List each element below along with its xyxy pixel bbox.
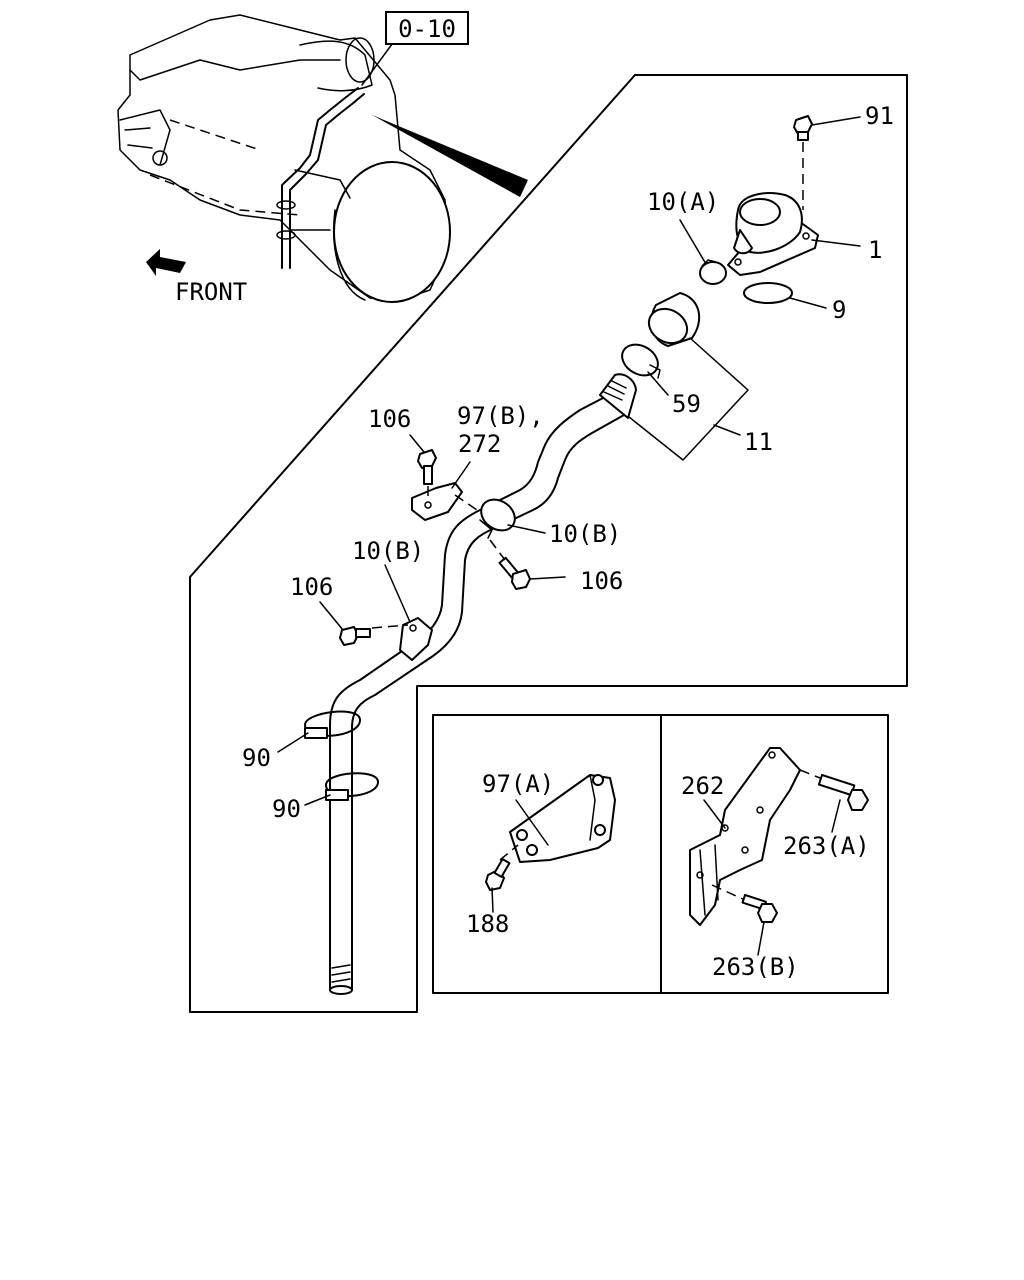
- callout-106-top: 106: [368, 405, 411, 433]
- callout-90-lower: 90: [272, 795, 301, 823]
- callout-11: 11: [744, 428, 773, 456]
- callout-106-right: 106: [580, 567, 623, 595]
- bolt-106-left: [339, 624, 409, 646]
- reference-text: 0-10: [398, 15, 456, 43]
- clamp-10b-upper: [479, 498, 516, 539]
- detail-frame: [189, 74, 908, 1013]
- callout-262: 262: [681, 772, 724, 800]
- callout-91: 91: [865, 102, 894, 130]
- bolt-263a: [817, 774, 869, 811]
- leader-lines: [277, 116, 861, 956]
- bracket-97a: [499, 774, 616, 863]
- bolt-188: [485, 858, 511, 891]
- callout-90-upper: 90: [242, 744, 271, 772]
- callout-188: 188: [466, 910, 509, 938]
- bracket-97b: [411, 470, 481, 521]
- bolt-91: [793, 115, 813, 210]
- callout-labels: 91 1 10(A) 9 59 11 106 97(B), 272 10(B) …: [242, 102, 894, 981]
- callout-10b-lower: 10(B): [352, 537, 424, 565]
- callout-263a: 263(A): [783, 832, 870, 860]
- clamp-90-upper: [304, 710, 361, 739]
- bolt-263b: [741, 894, 778, 923]
- clamp-lower: [621, 343, 661, 379]
- clamp-90-lower: [325, 772, 379, 801]
- front-label: FRONT: [175, 278, 247, 306]
- o-ring-9: [743, 282, 793, 304]
- hose-59: [647, 292, 701, 347]
- engine-overview: [117, 14, 528, 303]
- callout-10b-upper: 10(B): [549, 520, 621, 548]
- callout-9: 9: [832, 296, 846, 324]
- callout-263b: 263(B): [712, 953, 799, 981]
- callout-59: 59: [672, 390, 701, 418]
- clamp-10b-lower: [399, 617, 433, 661]
- callout-10a: 10(A): [647, 188, 719, 216]
- callout-272: 272: [458, 430, 501, 458]
- bolt-106-right: [489, 539, 531, 590]
- clamp-10a: [699, 259, 727, 285]
- bracket-262: [689, 747, 821, 926]
- callout-106-left: 106: [290, 573, 333, 601]
- bolt-106-top: [417, 449, 437, 485]
- front-arrow: FRONT: [146, 249, 247, 306]
- callout-97b: 97(B),: [457, 402, 544, 430]
- housing-1: [727, 192, 819, 276]
- callout-1: 1: [868, 236, 882, 264]
- front-arrow-icon: [146, 249, 186, 276]
- callout-97a: 97(A): [482, 770, 554, 798]
- reference-label: 0-10: [385, 11, 469, 45]
- guide-tube: [329, 373, 637, 995]
